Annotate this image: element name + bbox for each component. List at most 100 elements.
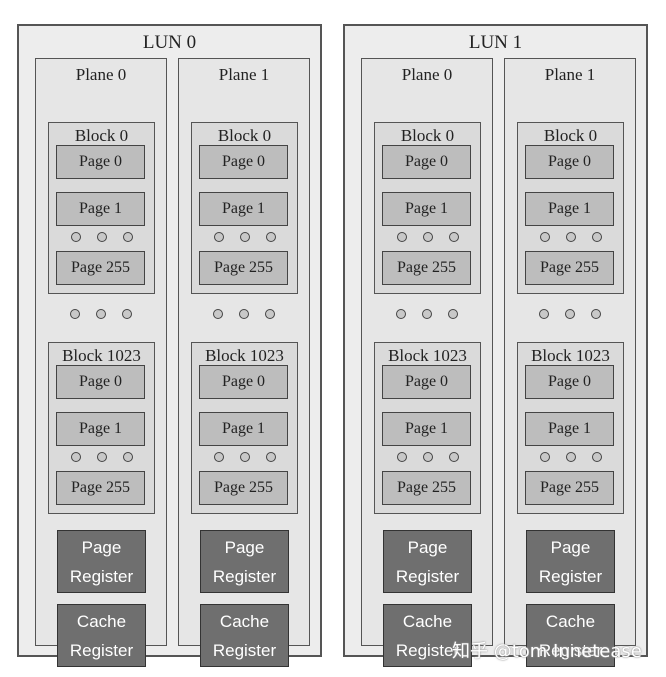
page-cell: Page 0 <box>525 365 614 399</box>
page-ellipsis <box>375 232 480 244</box>
ellipsis-dot <box>540 232 550 242</box>
ellipsis-dot <box>240 232 250 242</box>
ellipsis-dot <box>70 309 80 319</box>
page-cell: Page 1 <box>56 192 145 226</box>
ellipsis-dot <box>97 232 107 242</box>
ellipsis-dot <box>539 309 549 319</box>
ellipsis-dot <box>71 452 81 462</box>
block-title: Block 1023 <box>205 346 284 365</box>
page-cell: Page 0 <box>525 145 614 179</box>
ellipsis-dot <box>592 232 602 242</box>
page-cell: Page 255 <box>525 471 614 505</box>
page-register-label: Register <box>395 566 460 586</box>
ellipsis-dot <box>96 309 106 319</box>
plane-title: Plane 0 <box>75 65 127 84</box>
block-ellipsis <box>374 309 481 321</box>
page-cell: Page 1 <box>525 192 614 226</box>
ellipsis-dot <box>566 452 576 462</box>
block-title: Block 0 <box>74 126 129 145</box>
block-ellipsis <box>517 309 624 321</box>
page-cell: Page 0 <box>199 365 288 399</box>
ellipsis-dot <box>239 309 249 319</box>
ellipsis-dot <box>123 232 133 242</box>
ellipsis-dot <box>214 232 224 242</box>
page-cell: Page 1 <box>199 412 288 446</box>
block-title: Block 0 <box>400 126 455 145</box>
page-cell: Page 255 <box>382 251 471 285</box>
page-cell: Page 0 <box>382 365 471 399</box>
cache-register-label: Cache <box>545 611 596 631</box>
page-cell: Page 1 <box>382 192 471 226</box>
block-title: Block 1023 <box>531 346 610 365</box>
page-cell: Page 255 <box>199 471 288 505</box>
cache-register-label: Cache <box>76 611 127 631</box>
page-ellipsis <box>192 452 297 464</box>
ellipsis-dot <box>265 309 275 319</box>
cache-register-label: Register <box>395 640 460 660</box>
page-ellipsis <box>192 232 297 244</box>
page-ellipsis <box>518 452 623 464</box>
page-ellipsis <box>375 452 480 464</box>
lun-title: LUN 0 <box>142 32 197 53</box>
block-title: Block 1023 <box>62 346 141 365</box>
ellipsis-dot <box>397 452 407 462</box>
ellipsis-dot <box>591 309 601 319</box>
plane-title: Plane 1 <box>218 65 270 84</box>
ellipsis-dot <box>423 452 433 462</box>
ellipsis-dot <box>449 452 459 462</box>
page-cell: Page 255 <box>382 471 471 505</box>
ellipsis-dot <box>448 309 458 319</box>
page-cell: Page 255 <box>525 251 614 285</box>
cache-register-label: Register <box>212 640 277 660</box>
page-ellipsis <box>49 232 154 244</box>
ellipsis-dot <box>592 452 602 462</box>
page-register-label: Register <box>538 566 603 586</box>
ellipsis-dot <box>122 309 132 319</box>
ellipsis-dot <box>71 232 81 242</box>
cache-register-label: Register <box>538 640 603 660</box>
block-title: Block 0 <box>217 126 272 145</box>
ellipsis-dot <box>240 452 250 462</box>
plane-title: Plane 1 <box>544 65 596 84</box>
block-ellipsis <box>48 309 155 321</box>
ellipsis-dot <box>97 452 107 462</box>
page-cell: Page 1 <box>525 412 614 446</box>
page-cell: Page 0 <box>56 145 145 179</box>
ellipsis-dot <box>565 309 575 319</box>
cache-register-label: Cache <box>402 611 453 631</box>
plane-title: Plane 0 <box>401 65 453 84</box>
ellipsis-dot <box>449 232 459 242</box>
ellipsis-dot <box>123 452 133 462</box>
page-cell: Page 0 <box>382 145 471 179</box>
ellipsis-dot <box>213 309 223 319</box>
page-register-label: Page <box>224 537 265 557</box>
page-register-label: Page <box>81 537 122 557</box>
page-cell: Page 1 <box>382 412 471 446</box>
watermark: 知乎 @tom Innetease <box>452 641 642 662</box>
page-cell: Page 0 <box>199 145 288 179</box>
block-title: Block 1023 <box>388 346 467 365</box>
page-cell: Page 1 <box>199 192 288 226</box>
page-ellipsis <box>518 232 623 244</box>
ellipsis-dot <box>266 452 276 462</box>
